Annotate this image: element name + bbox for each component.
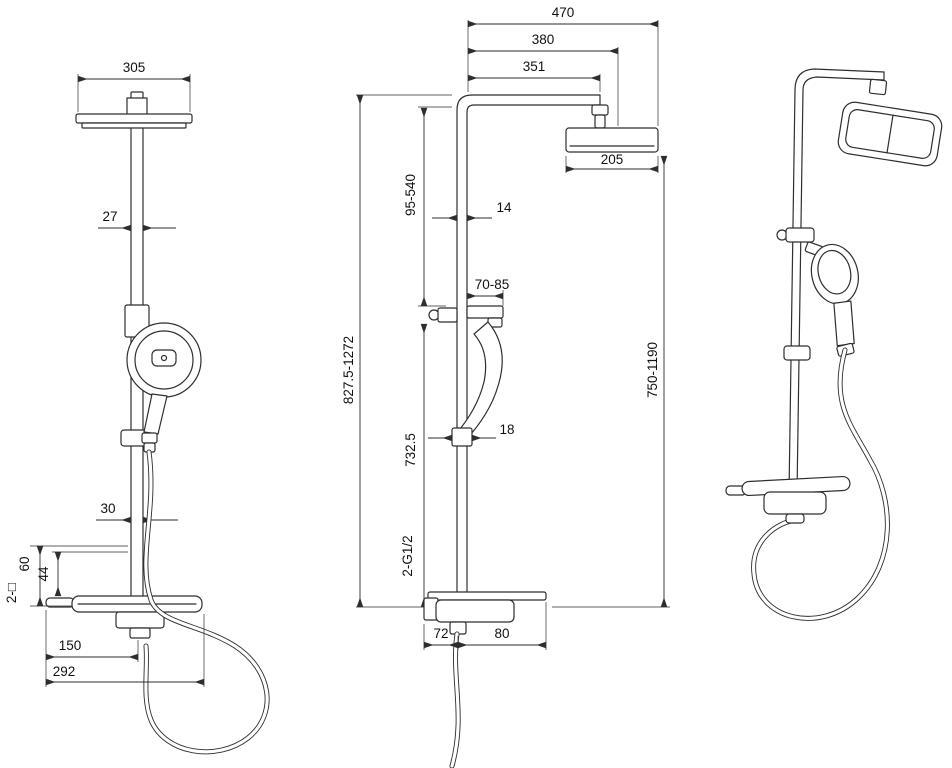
- dim-750-1190-label: 750-1190: [645, 342, 660, 398]
- dim-95-540-label: 95-540: [403, 174, 418, 216]
- dim-outlet-offsets: 72 80: [423, 602, 547, 650]
- overhead-shower-front: [75, 91, 193, 129]
- dim-292-label: 292: [53, 664, 76, 679]
- dim-827-1272-label: 827.5-1272: [341, 336, 356, 404]
- dim-bottom-widths: 150 292: [45, 610, 205, 687]
- dim-18-label: 18: [499, 422, 514, 437]
- dim-70-85-label: 70-85: [475, 277, 510, 292]
- shower-hose-perspective: [751, 347, 890, 621]
- dim-left-stack: 44 60 2-□: [4, 545, 128, 607]
- dim-inlet-thread-label: 2-G1/2: [400, 535, 415, 576]
- dim-27-label: 27: [102, 209, 117, 224]
- dim-lower-section: 732.5: [403, 323, 428, 608]
- dim-150-label: 150: [59, 638, 82, 653]
- side-view: 470 380 351 205 14: [341, 5, 670, 768]
- dim-overall-height: 827.5-1272: [341, 94, 452, 608]
- dim-305-label: 305: [123, 60, 146, 75]
- dim-head-width: 305: [77, 60, 191, 112]
- riser-and-arm-side: [456, 94, 609, 593]
- shower-hose-front: [143, 449, 270, 755]
- slider-bracket-side: [428, 305, 504, 328]
- upper-bracket-perspective: [776, 227, 824, 257]
- front-view: 305 27: [4, 60, 270, 755]
- lower-slider-perspective: [783, 345, 811, 361]
- dim-pipe-diameter: 14: [432, 200, 512, 222]
- overhead-shower-perspective: [837, 101, 943, 167]
- dim-80-label: 80: [494, 626, 509, 641]
- dim-30-label: 30: [100, 501, 115, 516]
- hand-shower-perspective: [810, 243, 859, 357]
- dim-44-label: 44: [36, 566, 51, 582]
- valve-perspective: [725, 475, 851, 524]
- dim-head-height: 750-1190: [552, 155, 670, 608]
- dim-732-label: 732.5: [403, 433, 418, 467]
- locking-collar-side: 18: [428, 422, 515, 447]
- dim-head-depth: 205: [565, 152, 659, 173]
- shower-hose-side: [449, 631, 461, 768]
- dim-470-label: 470: [552, 5, 575, 20]
- dim-top-reach: 470 380 351: [467, 5, 659, 126]
- dim-60-label: 60: [17, 556, 32, 571]
- dim-holder-range: 70-85: [466, 277, 510, 306]
- valve-shelf-front: [45, 595, 203, 639]
- dim-upper-offset: 27: [98, 209, 176, 232]
- dim-380-label: 380: [532, 32, 555, 47]
- head-joint-perspective: [868, 78, 888, 96]
- hand-shower-front: [126, 322, 202, 453]
- dim-205-label: 205: [601, 152, 624, 167]
- overhead-shower-side: [565, 127, 659, 153]
- dim-351-label: 351: [523, 59, 546, 74]
- perspective-view: [725, 68, 943, 621]
- dim-2sq-label: 2-□: [4, 583, 19, 603]
- dim-14-label: 14: [496, 200, 512, 215]
- dim-72-label: 72: [433, 626, 448, 641]
- dim-upper-adjust: 95-540: [403, 106, 452, 307]
- riser-and-arm-perspective: [788, 68, 885, 495]
